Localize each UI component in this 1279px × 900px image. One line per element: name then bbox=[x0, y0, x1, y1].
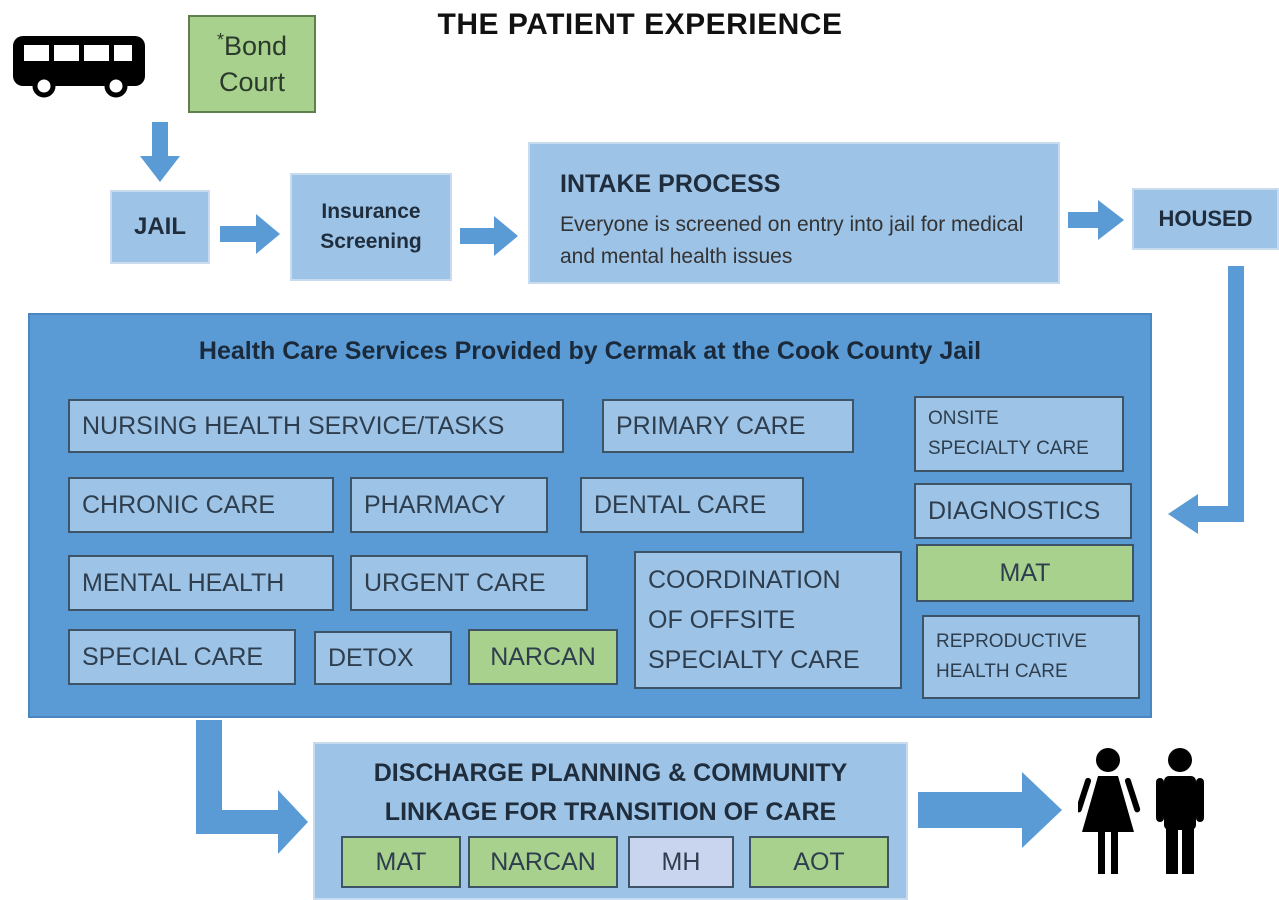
service-diagnostics-label: DIAGNOSTICS bbox=[928, 496, 1101, 525]
discharge-mh: MH bbox=[628, 836, 734, 888]
bond-court-line2: Court bbox=[218, 67, 285, 97]
intake-title: INTAKE PROCESS bbox=[560, 170, 781, 198]
bond-court-box: *Bond Court bbox=[188, 15, 316, 113]
service-special-care-label: SPECIAL CARE bbox=[82, 642, 264, 671]
insurance-label-line1: Insurance bbox=[321, 199, 421, 223]
discharge-mat-label: MAT bbox=[375, 847, 427, 876]
service-onsite-line2: SPECIALTY CARE bbox=[928, 438, 1089, 459]
diagram-title: THE PATIENT EXPERIENCE bbox=[437, 8, 843, 41]
service-onsite-specialty: ONSITE SPECIALTY CARE bbox=[914, 396, 1124, 472]
service-mat-label: MAT bbox=[999, 558, 1051, 587]
health-care-services-panel: Health Care Services Provided by Cermak … bbox=[28, 313, 1152, 718]
housed-box: HOUSED bbox=[1132, 188, 1279, 250]
arrow-insurance-to-intake bbox=[460, 216, 518, 256]
service-nursing: NURSING HEALTH SERVICE/TASKS bbox=[68, 399, 564, 453]
service-special-care: SPECIAL CARE bbox=[68, 629, 296, 685]
discharge-planning-box: DISCHARGE PLANNING & COMMUNITY LINKAGE F… bbox=[313, 742, 908, 900]
service-mental-health: MENTAL HEALTH bbox=[68, 555, 334, 611]
discharge-aot: AOT bbox=[749, 836, 889, 888]
people-icon bbox=[1078, 748, 1204, 874]
discharge-title: DISCHARGE PLANNING & COMMUNITY LINKAGE F… bbox=[315, 754, 906, 832]
discharge-title-line1: DISCHARGE PLANNING & COMMUNITY bbox=[373, 759, 848, 787]
discharge-narcan: NARCAN bbox=[468, 836, 618, 888]
service-coord-line2: OF OFFSITE bbox=[648, 606, 796, 634]
bus-icon bbox=[13, 36, 145, 98]
insurance-label-line2: Screening bbox=[320, 230, 422, 253]
insurance-screening-box: Insurance Screening bbox=[290, 173, 452, 281]
arrow-jail-to-insurance bbox=[220, 214, 280, 254]
arrow-services-to-discharge bbox=[196, 720, 308, 854]
arrow-discharge-to-people bbox=[918, 772, 1062, 848]
service-mental-health-label: MENTAL HEALTH bbox=[82, 568, 285, 597]
intake-description: Everyone is screened on entry into jail … bbox=[560, 213, 1024, 268]
jail-box: JAIL bbox=[110, 190, 210, 264]
service-urgent-care: URGENT CARE bbox=[350, 555, 588, 611]
service-narcan-label: NARCAN bbox=[490, 642, 596, 671]
service-primary-care-label: PRIMARY CARE bbox=[616, 411, 806, 440]
arrow-bus-to-jail bbox=[140, 122, 180, 182]
service-dental-care: DENTAL CARE bbox=[580, 477, 804, 533]
service-pharmacy: PHARMACY bbox=[350, 477, 548, 533]
service-coord-line1: COORDINATION bbox=[648, 566, 841, 594]
service-mat: MAT bbox=[916, 544, 1134, 602]
service-urgent-care-label: URGENT CARE bbox=[364, 568, 546, 597]
services-title: Health Care Services Provided by Cermak … bbox=[198, 337, 982, 365]
service-reproductive-health: REPRODUCTIVE HEALTH CARE bbox=[922, 615, 1140, 699]
service-chronic-care-label: CHRONIC CARE bbox=[82, 490, 276, 519]
service-onsite-line1: ONSITE bbox=[928, 407, 999, 429]
service-pharmacy-label: PHARMACY bbox=[364, 490, 506, 519]
service-detox-label: DETOX bbox=[328, 643, 414, 672]
housed-label: HOUSED bbox=[1158, 206, 1253, 231]
service-coordination-offsite: COORDINATION OF OFFSITE SPECIALTY CARE bbox=[634, 551, 902, 689]
arrow-intake-to-housed bbox=[1068, 200, 1124, 240]
service-coord-line3: SPECIALTY CARE bbox=[648, 646, 860, 674]
service-dental-care-label: DENTAL CARE bbox=[594, 490, 767, 519]
jail-label: JAIL bbox=[133, 213, 186, 240]
discharge-aot-label: AOT bbox=[793, 847, 845, 876]
discharge-mat: MAT bbox=[341, 836, 461, 888]
intake-process-box: INTAKE PROCESS Everyone is screened on e… bbox=[528, 142, 1060, 284]
service-detox: DETOX bbox=[314, 631, 452, 685]
service-repro-line1: REPRODUCTIVE bbox=[936, 630, 1087, 652]
service-primary-care: PRIMARY CARE bbox=[602, 399, 854, 453]
discharge-title-line2: LINKAGE FOR TRANSITION OF CARE bbox=[384, 797, 837, 826]
bond-court-line1: Bond bbox=[223, 30, 288, 61]
service-diagnostics: DIAGNOSTICS bbox=[914, 483, 1132, 539]
arrow-housed-to-services bbox=[1168, 266, 1244, 534]
discharge-narcan-label: NARCAN bbox=[490, 847, 596, 876]
service-nursing-label: NURSING HEALTH SERVICE/TASKS bbox=[82, 411, 505, 440]
discharge-mh-label: MH bbox=[661, 847, 701, 876]
service-chronic-care: CHRONIC CARE bbox=[68, 477, 334, 533]
service-narcan: NARCAN bbox=[468, 629, 618, 685]
bond-court-star: * bbox=[216, 29, 224, 50]
service-repro-line2: HEALTH CARE bbox=[936, 661, 1068, 682]
